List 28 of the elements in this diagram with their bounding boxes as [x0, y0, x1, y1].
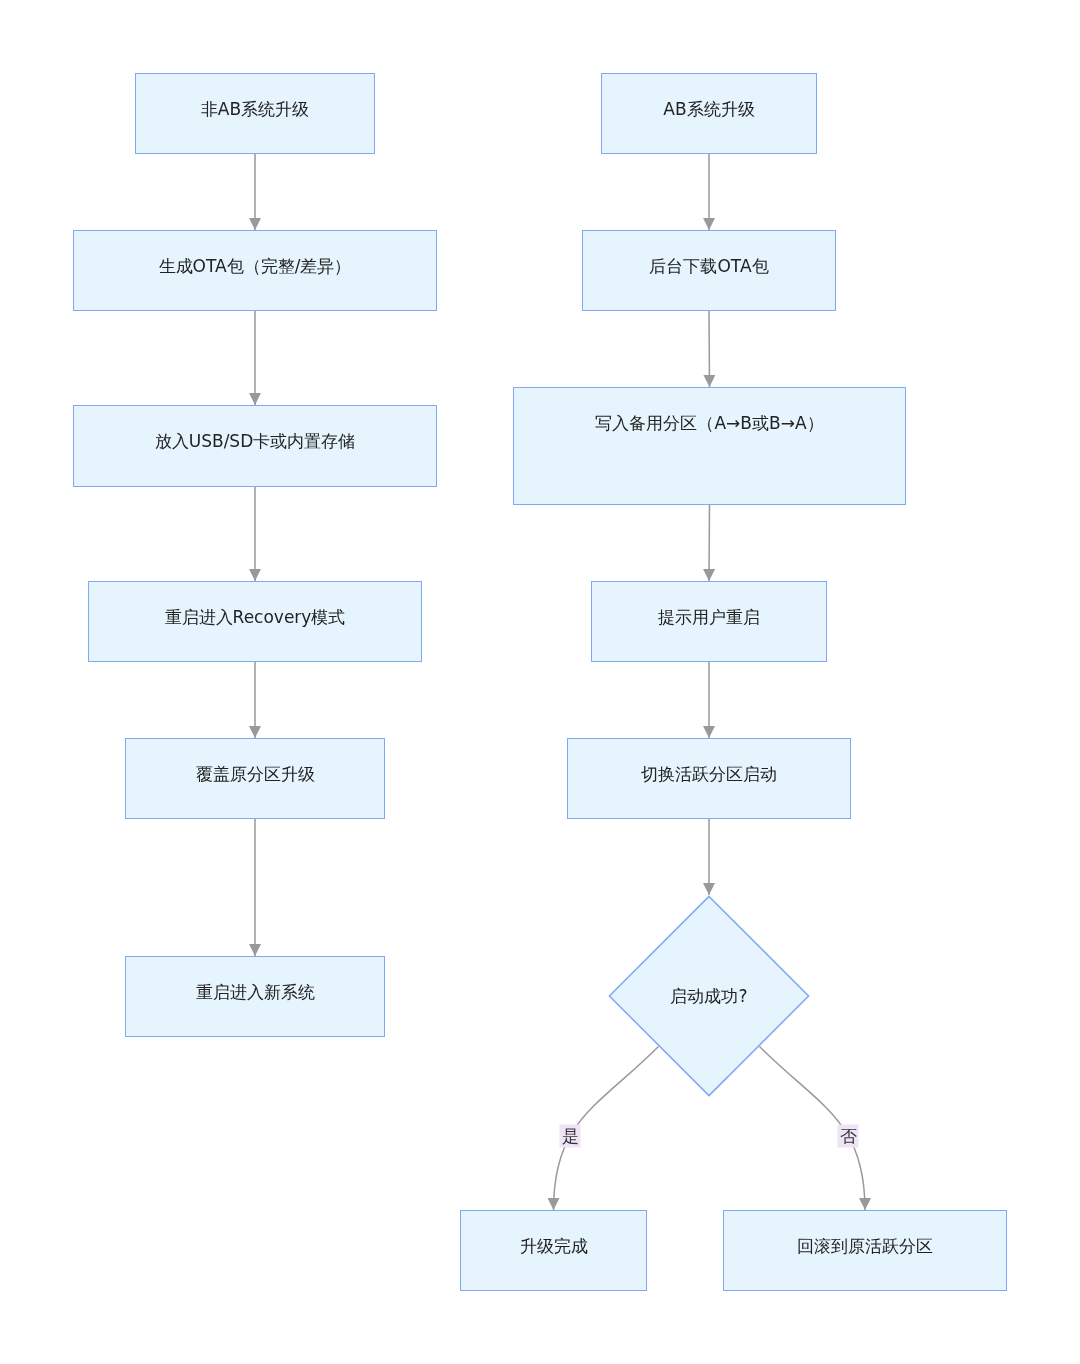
process-box: 回滚到原活跃分区 [723, 1210, 1007, 1291]
arrow [703, 661, 715, 739]
process-box: 提示用户重启 [591, 581, 827, 662]
process-box: 生成OTA包（完整/差异） [73, 230, 437, 311]
arrow [703, 310, 716, 388]
process-box: 升级完成 [460, 1210, 647, 1291]
decision-diamond: 启动成功? [608, 895, 810, 1097]
process-box: 重启进入新系统 [125, 956, 385, 1037]
process-box: 后台下载OTA包 [582, 230, 836, 311]
process-box: 非AB系统升级 [135, 73, 375, 154]
process-box: 重启进入Recovery模式 [88, 581, 422, 662]
process-box: 切换活跃分区启动 [567, 738, 851, 819]
process-box: 放入USB/SD卡或内置存储 [73, 405, 437, 487]
arrow [249, 153, 261, 231]
arrow [249, 486, 261, 582]
process-box: AB系统升级 [601, 73, 817, 154]
arrow [703, 818, 715, 896]
arrow [548, 1045, 660, 1211]
edge-label: 是 [559, 1124, 581, 1148]
arrow [249, 310, 261, 406]
edge-label: 否 [837, 1124, 859, 1148]
arrow [703, 504, 716, 582]
arrow [249, 661, 261, 739]
process-box: 写入备用分区（A→B或B→A） [513, 387, 906, 505]
arrow [249, 818, 261, 957]
arrow [758, 1045, 871, 1211]
process-box: 覆盖原分区升级 [125, 738, 385, 819]
arrow [703, 153, 715, 231]
